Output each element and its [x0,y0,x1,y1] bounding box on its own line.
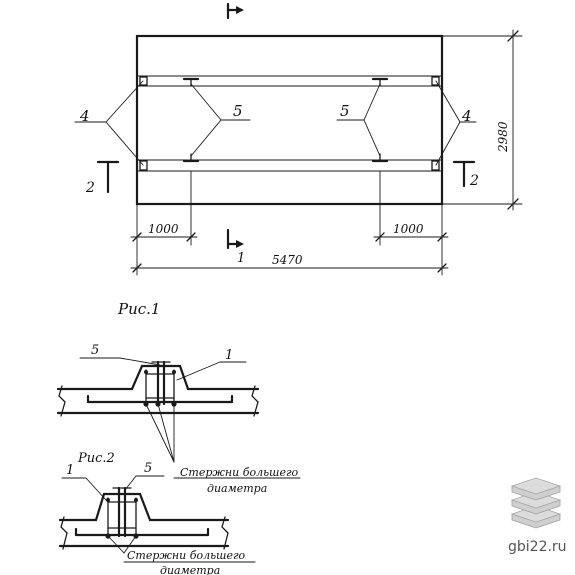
detail-2: Рис.2 1 5 Стержни большего диаметр [58,451,256,575]
dim-width-text: 5470 [272,253,303,267]
detail2-callout-5: 5 [144,461,152,476]
fig2-caption: Рис.2 [77,451,115,466]
dim-right-offset-text: 1000 [393,222,424,236]
detail2-note-line2: диаметра [160,564,220,575]
detail1-note-line2: диаметра [207,482,267,495]
section-mark-1-top [226,2,244,20]
callout-4-left: 4 [79,107,90,125]
corner-embed-tl [139,76,148,86]
dim-height: 2980 [441,29,523,211]
corner-embed-br [431,160,440,171]
lifting-loop-bl [182,153,200,163]
callout-4-right: 4 [461,107,472,125]
corner-embed-tr [431,76,440,86]
detail2-callout-1: 1 [66,463,74,478]
section-1-label: 1 [237,251,245,266]
fig1-caption: Рис.1 [117,300,160,318]
section-mark-2-right: 2 [452,160,479,189]
callout-5-right: 5 [340,102,350,120]
detail1-callout-5: 5 [91,343,99,358]
detail1-note-line1: Стержни большего [180,466,299,479]
callout-5-left: 5 [233,102,243,120]
section-mark-1-bottom: 1 [226,228,245,266]
dim-width: 5470 [130,253,449,273]
detail2-note-line1: Стержни большего [127,549,246,562]
detail-1: 5 1 Стержни большего диаметра [56,343,301,495]
section-2-label-right: 2 [469,173,479,189]
section-mark-2-left: 2 [85,160,120,196]
slab-outline [135,34,444,206]
section-2-label-left: 2 [85,180,95,196]
detail2-outline [58,492,230,522]
corner-embed-bl [139,160,148,171]
dim-left-offset-text: 1000 [148,222,179,236]
dim-offsets: 1000 1000 [130,170,449,276]
dim-height-text: 2980 [496,121,510,153]
stacked-slabs-icon [510,477,562,529]
detail1-callout-1: 1 [225,348,233,363]
lifting-loop-tl [182,77,200,87]
plan-view: 5 5 4 4 1 2 [74,2,523,318]
watermark-logo: gbi22.ru [508,477,567,555]
watermark-text: gbi22.ru [508,539,567,555]
detail1-outline [56,364,260,391]
